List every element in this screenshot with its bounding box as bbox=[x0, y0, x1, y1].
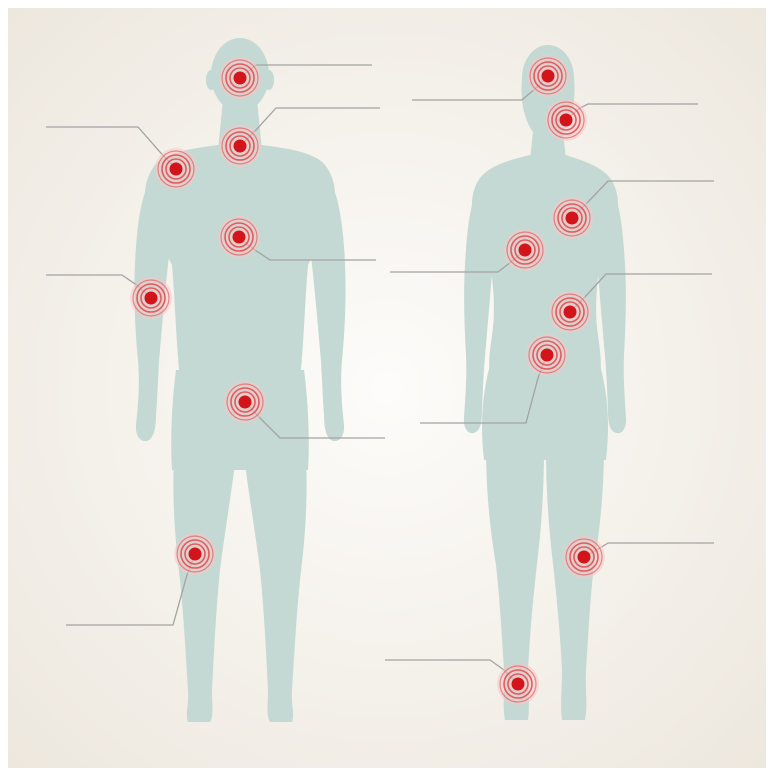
female-lower-abdomen-pain-marker bbox=[526, 334, 568, 376]
male-left-shoulder-pain-marker bbox=[155, 148, 197, 190]
female-neck-pain-marker bbox=[545, 99, 587, 141]
male-hip-pain-marker bbox=[224, 381, 266, 423]
male-chest-pain-marker bbox=[218, 216, 260, 258]
female-right-chest-pain-marker bbox=[504, 229, 546, 271]
female-left-breast-pain-marker bbox=[551, 197, 593, 239]
female-right-knee-pain-marker bbox=[563, 536, 605, 578]
male-neck-pain-marker bbox=[219, 125, 261, 167]
male-left-elbow-pain-marker bbox=[130, 277, 172, 319]
male-head-pain-marker bbox=[219, 57, 261, 99]
background-panel bbox=[8, 8, 766, 768]
male-left-knee-pain-marker bbox=[174, 533, 216, 575]
female-stomach-pain-marker bbox=[549, 291, 591, 333]
female-left-ankle-pain-marker bbox=[497, 663, 539, 705]
female-head-pain-marker bbox=[527, 55, 569, 97]
